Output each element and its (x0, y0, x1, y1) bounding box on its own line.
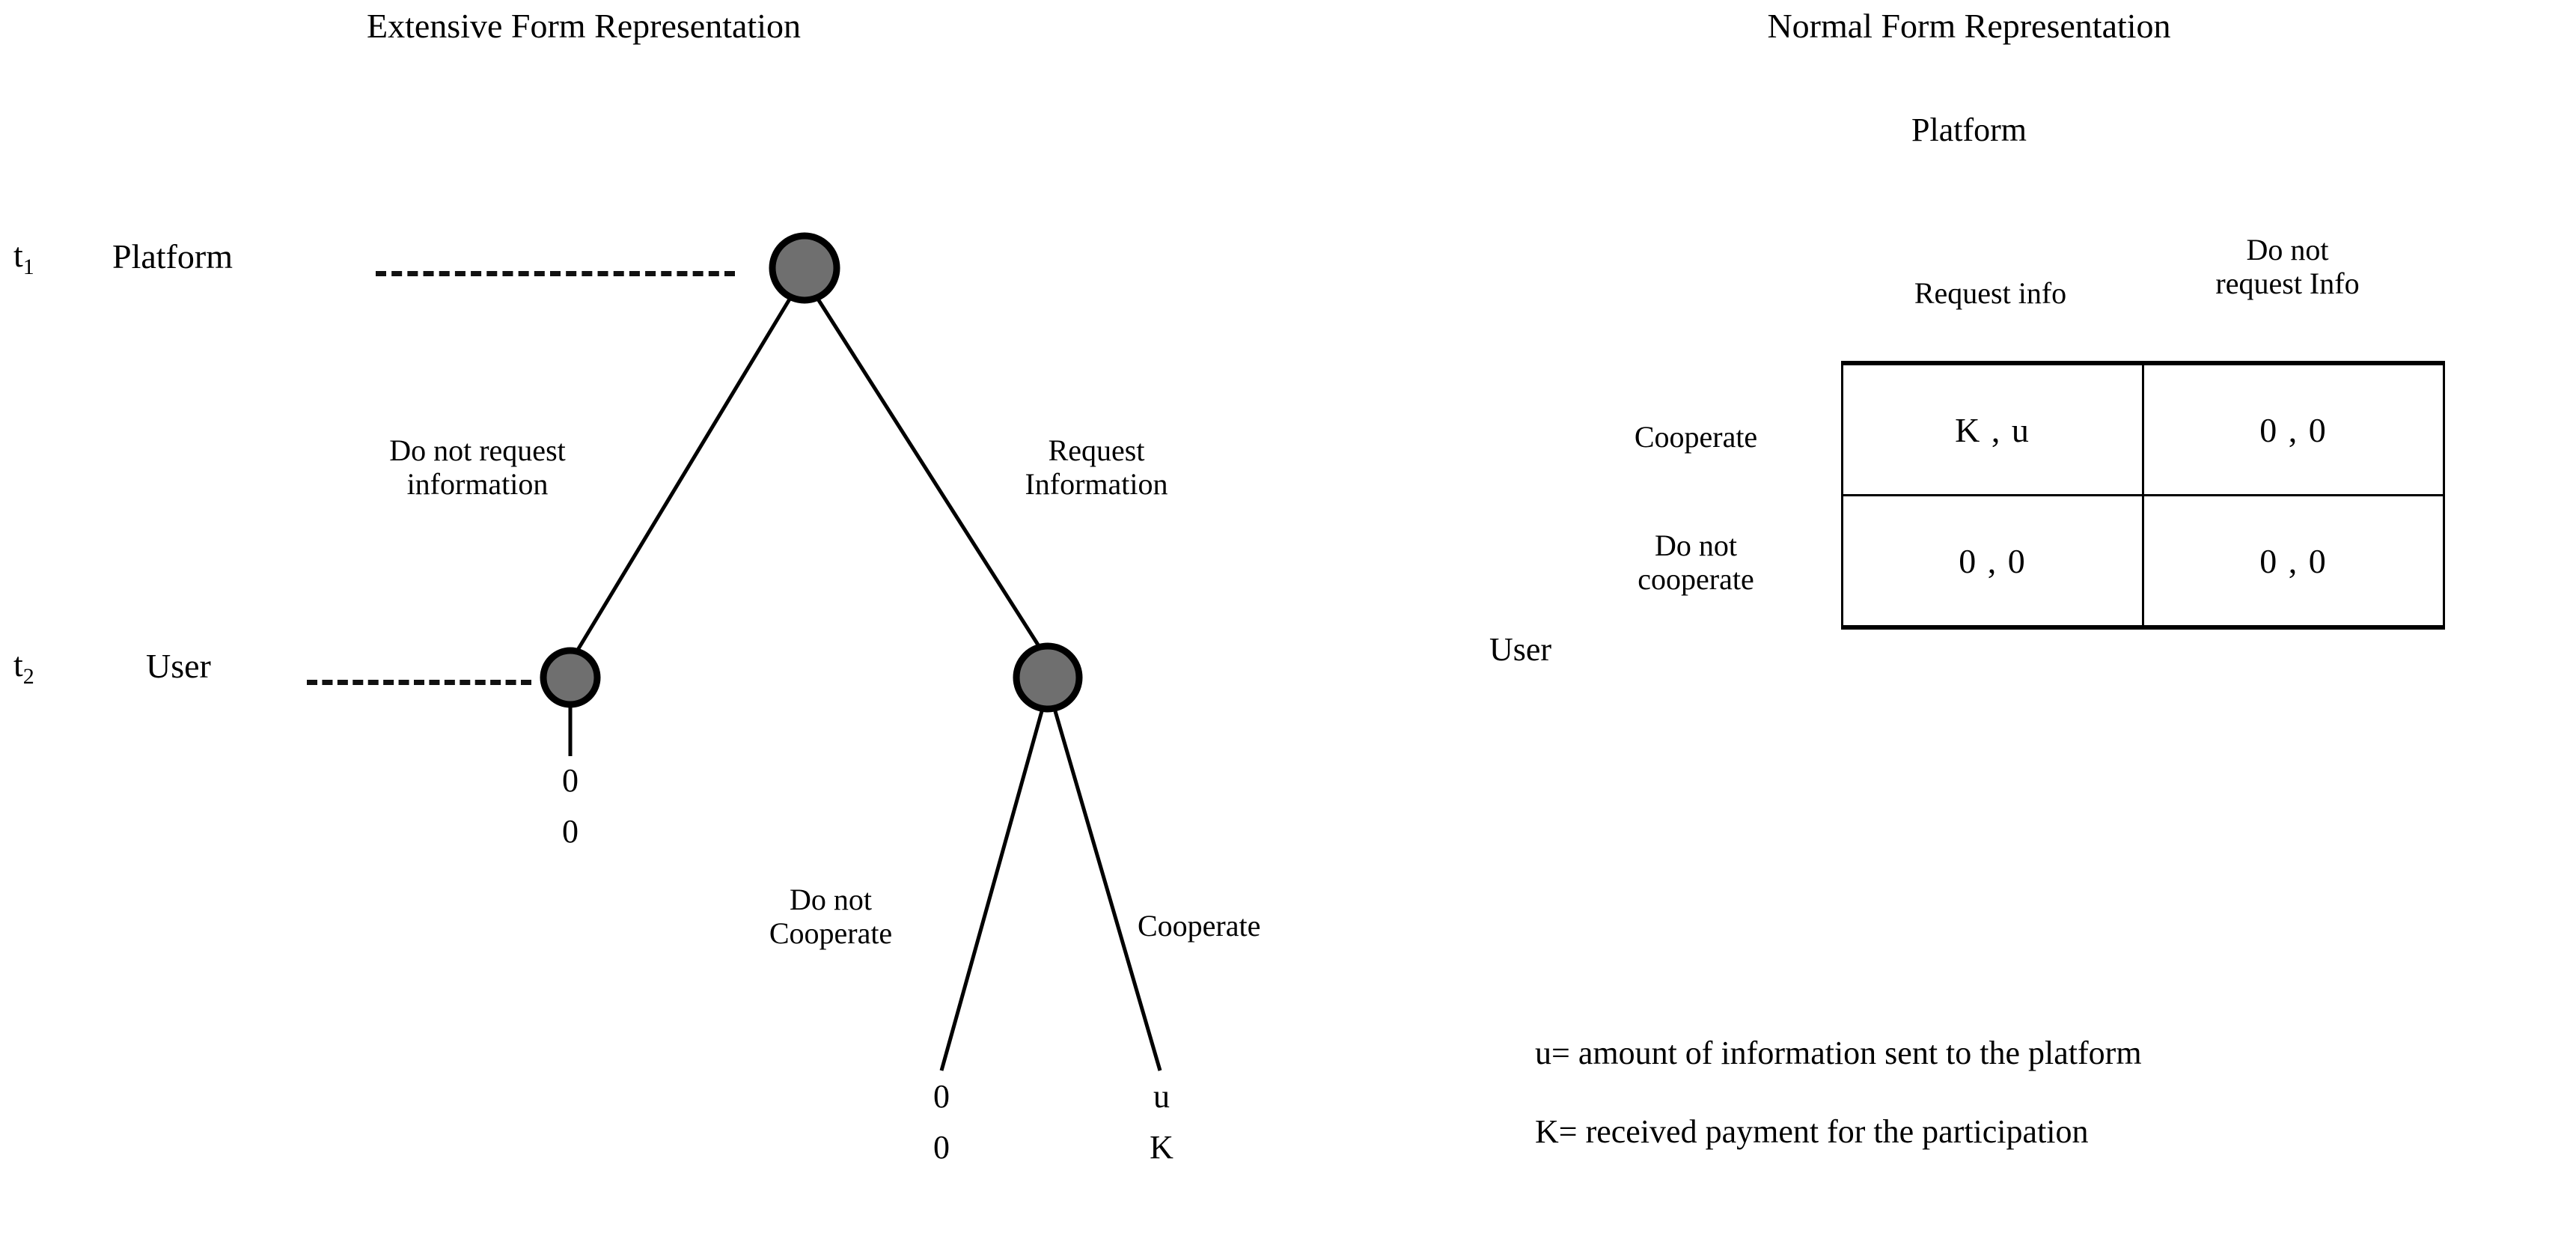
game-tree (540, 232, 1162, 1071)
row-header-line-1: Cooperate (1634, 420, 1758, 454)
edge-label-do-not-cooperate: Do not Cooperate (718, 883, 943, 951)
stage-label-t1: t1 (13, 236, 34, 279)
user-info-dotted-line (307, 680, 531, 685)
payoff-left-terminal: 0 0 (533, 762, 608, 850)
payoff-value-bottom: 0 (562, 813, 579, 850)
table-row: K , u 0 , 0 (1841, 361, 2445, 496)
column-header-line-2: request Info (2215, 266, 2360, 300)
edge-root-to-right (815, 296, 1043, 650)
node-user-right (1013, 642, 1083, 713)
matrix-row-header-cooperate: Cooperate (1572, 420, 1819, 454)
edge-label-line-1: Do not request (389, 433, 566, 467)
edge-label-line-2: Cooperate (769, 916, 893, 950)
extensive-form-panel: Extensive Form Representation t1 Platfor… (13, 7, 1260, 1166)
matrix-cell-cooperate-no-request: 0 , 0 (2142, 361, 2445, 496)
table-row: 0 , 0 0 , 0 (1841, 494, 2445, 630)
edge-right-to-lower-right (1053, 710, 1162, 1071)
matrix-row-player-label: User (1489, 631, 1552, 668)
payoff-value-top: 0 (933, 1078, 950, 1115)
extensive-form-title: Extensive Form Representation (367, 7, 801, 45)
edge-label-line-2: information (406, 466, 549, 501)
payoff-value-bottom: K (1150, 1129, 1173, 1166)
matrix-column-player-label: Platform (1911, 112, 2027, 148)
payoff-value-top: 0 (562, 762, 579, 799)
platform-info-dotted-line (376, 271, 735, 276)
matrix-cell-cooperate-request: K , u (1841, 361, 2144, 496)
stage-label-t1-subscript: 1 (22, 255, 34, 279)
stage-label-t2: t2 (13, 645, 34, 689)
row-header-line-1: Do not (1655, 529, 1737, 562)
legend-u-definition: u= amount of information sent to the pla… (1535, 1035, 2142, 1071)
matrix-cell-no-cooperate-no-request: 0 , 0 (2142, 494, 2445, 630)
edge-label-line-1: Request (1048, 433, 1145, 467)
column-header-line-1: Do not (2246, 233, 2329, 267)
payoff-right-terminal: u K (1124, 1078, 1199, 1166)
matrix-column-header-request-info: Request info (1842, 276, 2139, 311)
matrix-cell-no-cooperate-request: 0 , 0 (1841, 494, 2144, 630)
edge-root-to-left (576, 296, 793, 651)
edge-label-line-2: Information (1025, 466, 1168, 501)
normal-form-title: Normal Form Representation (1767, 7, 2171, 45)
payoff-value-top: u (1153, 1078, 1170, 1115)
edge-label-cooperate: Cooperate (1138, 909, 1362, 943)
edge-label-request-information: Request Information (965, 433, 1227, 502)
node-platform-root (769, 232, 840, 304)
row-header-line-2: cooperate (1638, 561, 1754, 596)
edge-label-do-not-request-information: Do not request information (328, 433, 627, 502)
payoff-matrix-container: K , u 0 , 0 0 , 0 0 , 0 (1841, 361, 2445, 630)
edge-right-to-lower-left (939, 710, 1044, 1071)
player-label-platform: Platform (112, 237, 233, 276)
stage-label-t2-subscript: 2 (22, 664, 34, 689)
payoff-value-bottom: 0 (933, 1129, 950, 1166)
legend-k-definition: K= received payment for the participatio… (1535, 1113, 2089, 1150)
edge-label-line-1: Cooperate (1138, 909, 1261, 943)
player-label-user: User (146, 647, 211, 685)
column-header-line-1: Request info (1914, 276, 2067, 310)
normal-form-panel: Normal Form Representation Platform Requ… (1288, 0, 2576, 1242)
matrix-row-header-do-not-cooperate: Do not cooperate (1572, 529, 1819, 597)
edge-label-line-1: Do not (790, 883, 872, 916)
matrix-column-header-do-not-request-info: Do not request Info (2139, 233, 2436, 301)
payoff-matrix: K , u 0 , 0 0 , 0 0 , 0 (1841, 361, 2445, 630)
node-user-left (540, 647, 601, 708)
payoff-mid-terminal: 0 0 (904, 1078, 979, 1166)
